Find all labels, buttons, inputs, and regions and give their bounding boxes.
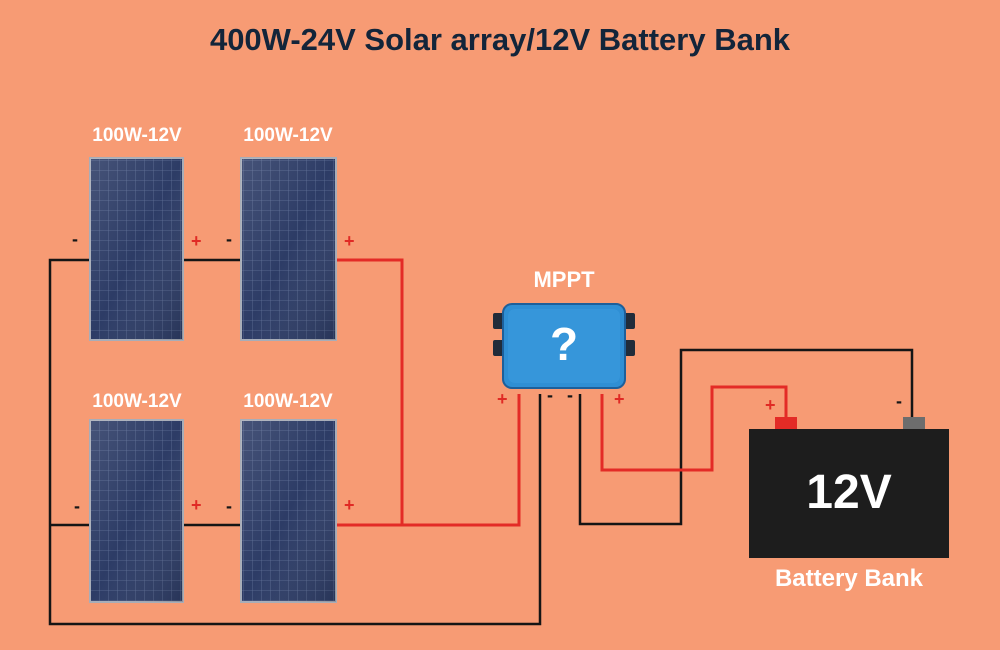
wire-panel4-pos-to-mppt [336, 394, 521, 527]
negative-wiring [48, 258, 914, 626]
mppt-label: MPPT [533, 267, 595, 292]
solar-panel-1 [89, 157, 184, 341]
panel-4-positive-terminal: + [344, 495, 355, 515]
mppt-battery-negative-terminal: - [567, 385, 573, 405]
solar-panel-3 [89, 419, 184, 603]
solar-panel-4 [240, 419, 337, 603]
battery-negative-post [903, 417, 925, 431]
panel-3-negative-terminal: - [74, 496, 80, 516]
battery-negative-label: - [896, 391, 902, 411]
panel-3-label: 100W-12V [92, 391, 182, 412]
panel-2-positive-terminal: + [344, 231, 355, 251]
wire-mppt-bat-pos [600, 385, 788, 472]
panel-1-negative-terminal: - [72, 229, 78, 249]
battery-bank [749, 417, 949, 558]
panel-1-label: 100W-12V [92, 125, 182, 146]
mppt-controller [493, 303, 635, 389]
battery-bank-label: Battery Bank [774, 565, 924, 592]
wire-panel2-pos [336, 258, 404, 525]
panel-2-negative-terminal: - [226, 229, 232, 249]
mppt-battery-positive-terminal: + [614, 389, 625, 409]
mppt-pv-positive-terminal: + [497, 389, 508, 409]
question-mark-icon: ? [549, 318, 579, 370]
panel-4-label: 100W-12V [243, 391, 333, 412]
panel-3-positive-terminal: + [191, 495, 202, 515]
wire-panel1-neg-to-frame [48, 258, 542, 626]
battery-positive-post [775, 417, 797, 431]
positive-wiring [336, 258, 788, 527]
solar-panel-2 [240, 157, 337, 341]
battery-positive-label: + [765, 395, 776, 415]
panel-4-negative-terminal: - [226, 496, 232, 516]
diagram-title: 400W-24V Solar array/12V Battery Bank [209, 22, 791, 57]
mppt-pv-negative-terminal: - [547, 385, 553, 405]
battery-voltage: 12V [806, 466, 892, 519]
panel-1-positive-terminal: + [191, 231, 202, 251]
panel-2-label: 100W-12V [243, 125, 333, 146]
wire-mppt-bat-neg [578, 348, 914, 526]
